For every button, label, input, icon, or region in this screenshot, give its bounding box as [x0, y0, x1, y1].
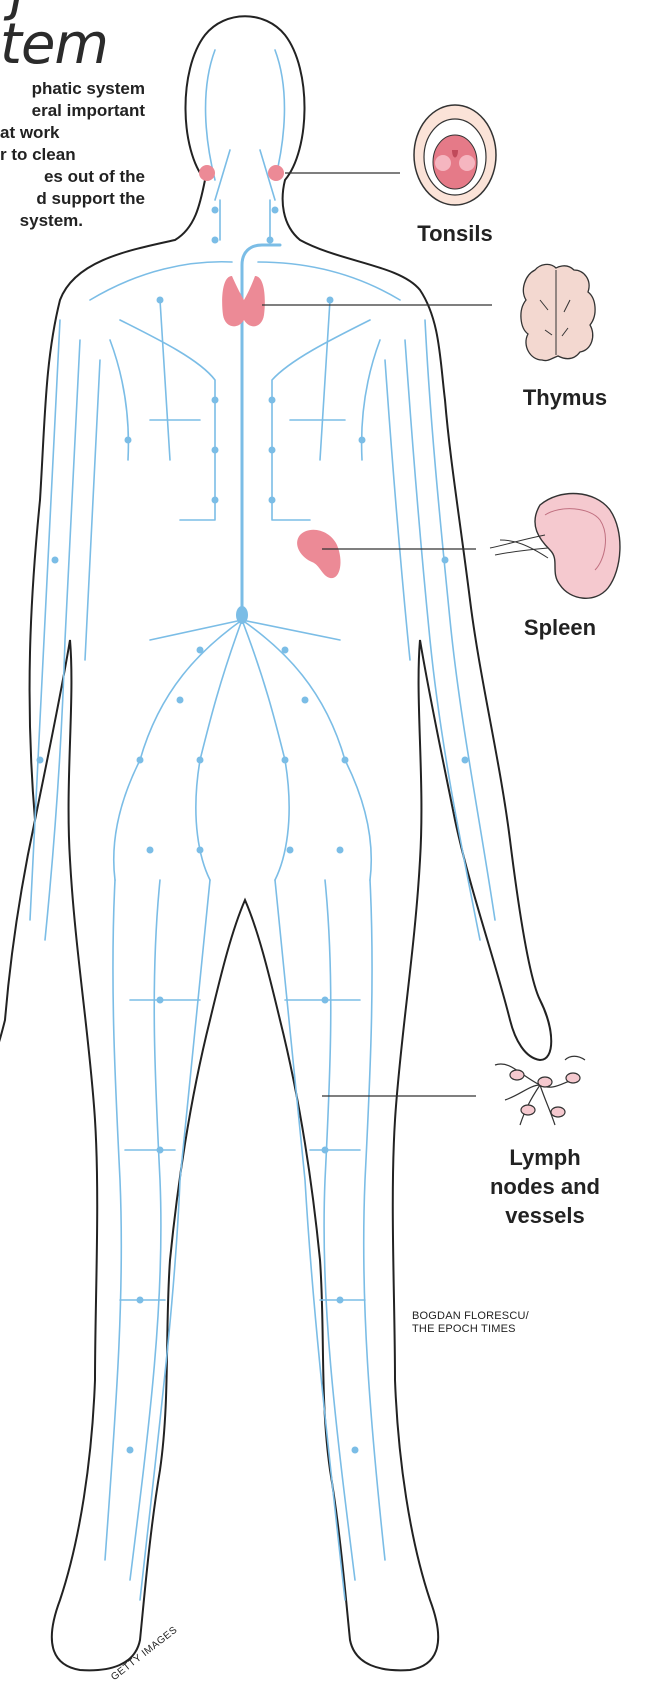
left-arm-vessels [30, 320, 100, 940]
leader-lines [262, 173, 492, 1096]
label-lymph-line1: Lymph [485, 1143, 605, 1172]
label-lymph-line2: nodes and [485, 1172, 605, 1201]
lymph-node-illustration [495, 1056, 585, 1125]
body-outline [0, 16, 551, 1670]
credit-line2: THE EPOCH TIMES [412, 1323, 529, 1336]
spleen-illustration [490, 494, 620, 599]
lymph-nodes [37, 207, 469, 1454]
thymus-illustration [521, 264, 595, 360]
credit-line1: BOGDAN FLORESCU/ [412, 1310, 529, 1323]
lymph-vessel-network [30, 50, 495, 1600]
right-leg-vessels [275, 880, 385, 1600]
photo-credit: BOGDAN FLORESCU/ THE EPOCH TIMES [412, 1310, 529, 1336]
label-lymph: Lymph nodes and vessels [485, 1143, 605, 1230]
label-thymus: Thymus [515, 383, 615, 412]
label-lymph-line3: vessels [485, 1201, 605, 1230]
right-arm-vessels [385, 320, 495, 940]
tonsil-right [268, 165, 284, 181]
spleen [297, 530, 340, 578]
abdomen-vessels [114, 620, 372, 880]
label-tonsils: Tonsils [410, 219, 500, 248]
label-spleen: Spleen [510, 613, 610, 642]
tonsils-illustration [414, 105, 496, 205]
tonsil-left [199, 165, 215, 181]
